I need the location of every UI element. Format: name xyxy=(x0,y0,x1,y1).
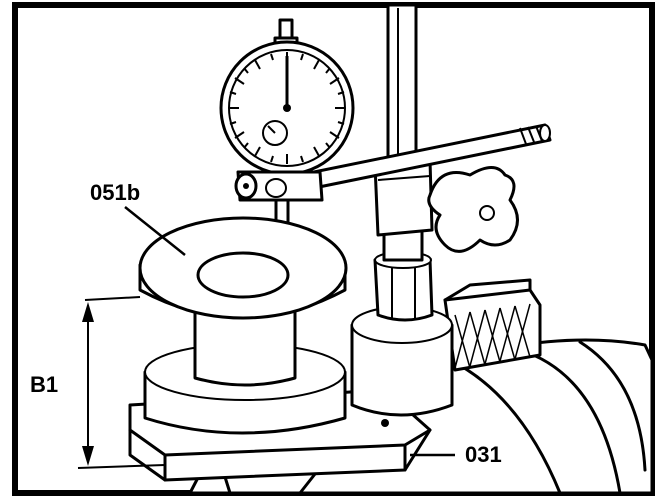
dial-gauge-icon xyxy=(219,18,355,244)
label-031: 031 xyxy=(465,442,502,467)
spacer-assembly xyxy=(138,216,348,435)
magnetic-stand-icon xyxy=(248,3,552,417)
label-b1: B1 xyxy=(30,372,58,397)
dimension-b1 xyxy=(77,296,166,469)
label-051b: 051b xyxy=(90,180,140,205)
leader-051b xyxy=(124,206,186,256)
